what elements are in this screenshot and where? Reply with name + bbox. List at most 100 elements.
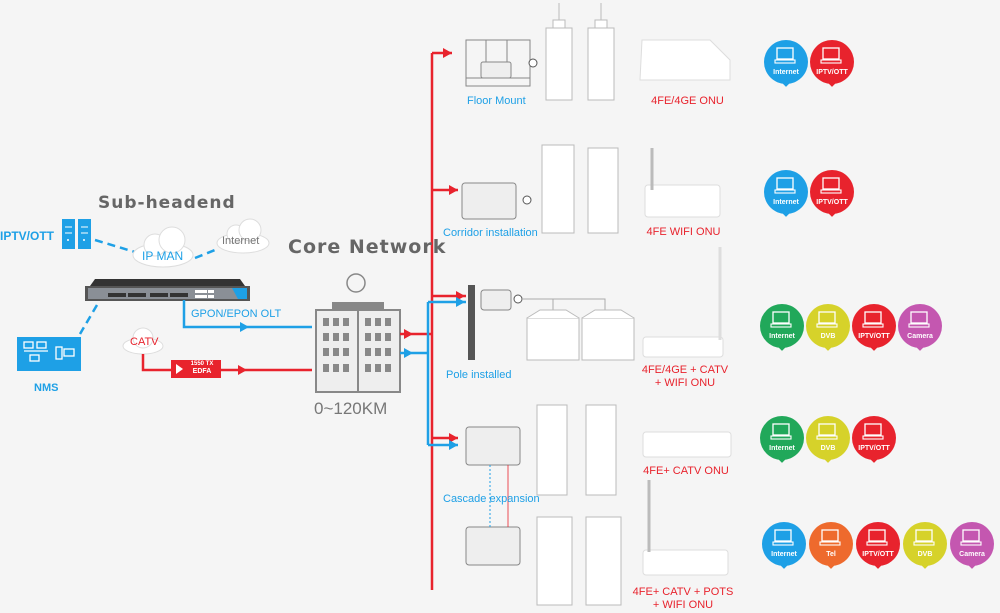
internet-label: Internet	[222, 235, 260, 247]
red-trunk	[400, 51, 466, 590]
badge-shape	[809, 522, 853, 566]
onu-devices	[639, 39, 732, 576]
badge-label: IPTV/OTT	[858, 445, 890, 452]
badge-label: IPTV/OTT	[858, 333, 890, 340]
onu-label-line: 4FE+ CATV ONU	[643, 465, 729, 477]
service-badge-camera: Camera	[898, 304, 942, 352]
badge-shape	[852, 304, 896, 348]
tv-settop-icon	[866, 528, 890, 548]
onu-label-1: 4FE/4GE ONU	[640, 95, 735, 108]
badge-label: Internet	[771, 551, 797, 558]
service-badge-internet: Internet	[764, 40, 808, 88]
service-badge-iptvott: IPTV/OTT	[810, 170, 854, 218]
badge-shape	[856, 522, 900, 566]
pole	[468, 285, 475, 360]
onu-label-line: 4FE WIFI ONU	[646, 226, 721, 238]
onu-label-line: 4FE/4GE + CATV	[641, 364, 729, 376]
ip-man-label: IP MAN	[142, 249, 184, 263]
core-network-title: Core Network	[288, 236, 447, 258]
tv-settop-icon	[913, 528, 937, 548]
badge-label: Tel	[826, 551, 836, 558]
edfa-label: 1550 TX EDFA	[184, 360, 220, 376]
onu-label-2: 4FE WIFI ONU	[636, 226, 731, 239]
sub-headend-title: Sub-headend	[98, 193, 236, 213]
badge-shape	[806, 304, 850, 348]
onu-label-line: 4FE+ CATV + POTS	[632, 586, 734, 598]
service-badge-internet: Internet	[760, 416, 804, 464]
badge-label: DVB	[820, 333, 836, 340]
corridor-box	[461, 182, 517, 220]
catv-to-core-link	[141, 354, 312, 372]
wifi-laptop-icon	[774, 46, 798, 66]
badge-shape	[806, 416, 850, 460]
distance-label: 0~120KM	[314, 399, 388, 418]
badge-label: Internet	[769, 333, 795, 340]
nms-label: NMS	[34, 382, 59, 394]
floor-mount-label: Floor Mount	[467, 95, 526, 107]
badge-shape	[762, 522, 806, 566]
laptop-icon	[770, 422, 794, 442]
cascade-expansion-label: Cascade expansion	[443, 493, 540, 505]
badge-label: DVB	[917, 551, 933, 558]
service-badge-dvb: DVB	[806, 304, 850, 352]
onu-label-line: + WIFI ONU	[652, 599, 714, 611]
service-badge-internet: Internet	[762, 522, 806, 570]
badge-shape	[764, 40, 808, 84]
badge-shape	[810, 40, 854, 84]
badge-label: Camera	[959, 551, 985, 558]
olt-label: GPON/EPON OLT	[191, 308, 282, 320]
corridor-installation-label: Corridor installation	[443, 227, 538, 239]
service-badge-iptvott: IPTV/OTT	[852, 304, 896, 352]
tv-settop-icon	[816, 422, 840, 442]
olt-device	[85, 279, 250, 301]
service-badge-dvb: DVB	[806, 416, 850, 464]
badge-shape	[764, 170, 808, 214]
camera-icon	[908, 310, 932, 330]
badge-shape	[760, 416, 804, 460]
service-badge-internet: Internet	[760, 304, 804, 352]
olt-to-core-link	[182, 300, 312, 329]
splitter-icon	[528, 58, 538, 68]
service-badge-iptvott: IPTV/OTT	[810, 40, 854, 88]
badge-shape	[903, 522, 947, 566]
badge-label: IPTV/OTT	[816, 69, 848, 76]
tv-settop-icon	[820, 46, 844, 66]
onu-label-3: 4FE/4GE + CATV+ WIFI ONU	[630, 364, 740, 390]
service-badge-internet: Internet	[764, 170, 808, 218]
laptop-icon	[770, 310, 794, 330]
badge-shape	[760, 304, 804, 348]
badge-label: IPTV/OTT	[862, 551, 894, 558]
floor-mount-frame	[465, 39, 531, 87]
office-towers	[545, 3, 615, 101]
wifi-laptop-icon	[772, 528, 796, 548]
badge-label: IPTV/OTT	[816, 199, 848, 206]
ip-man-cloud	[132, 226, 194, 268]
edfa-box	[171, 360, 221, 378]
badge-shape	[810, 170, 854, 214]
edfa-line1: 1550 TX	[190, 361, 214, 367]
tv-settop-icon	[820, 176, 844, 196]
service-badge-iptvott: IPTV/OTT	[852, 416, 896, 464]
tv-settop-icon	[816, 310, 840, 330]
wifi-laptop-icon	[774, 176, 798, 196]
catv-label: CATV	[130, 336, 159, 348]
badge-shape	[898, 304, 942, 348]
service-badge-iptvott: IPTV/OTT	[856, 522, 900, 570]
tv-settop-icon	[862, 422, 886, 442]
badge-label: Internet	[773, 199, 799, 206]
internet-cloud	[216, 218, 270, 254]
ip-links	[78, 238, 216, 335]
iptv-ott-label: IPTV/OTT	[0, 229, 54, 243]
onu-label-5: 4FE+ CATV + POTS+ WIFI ONU	[628, 586, 738, 612]
service-badge-tel: Tel	[809, 522, 853, 570]
edfa-line2: EDFA	[192, 368, 212, 375]
badge-label: DVB	[820, 445, 836, 452]
onu-label-line: + WIFI ONU	[654, 377, 716, 389]
badge-label: Internet	[769, 445, 795, 452]
camera-icon	[960, 528, 984, 548]
pole-installed-label: Pole installed	[446, 369, 512, 381]
phone-icon	[819, 528, 843, 548]
badge-label: Internet	[773, 69, 799, 76]
nms-icon	[17, 337, 81, 371]
